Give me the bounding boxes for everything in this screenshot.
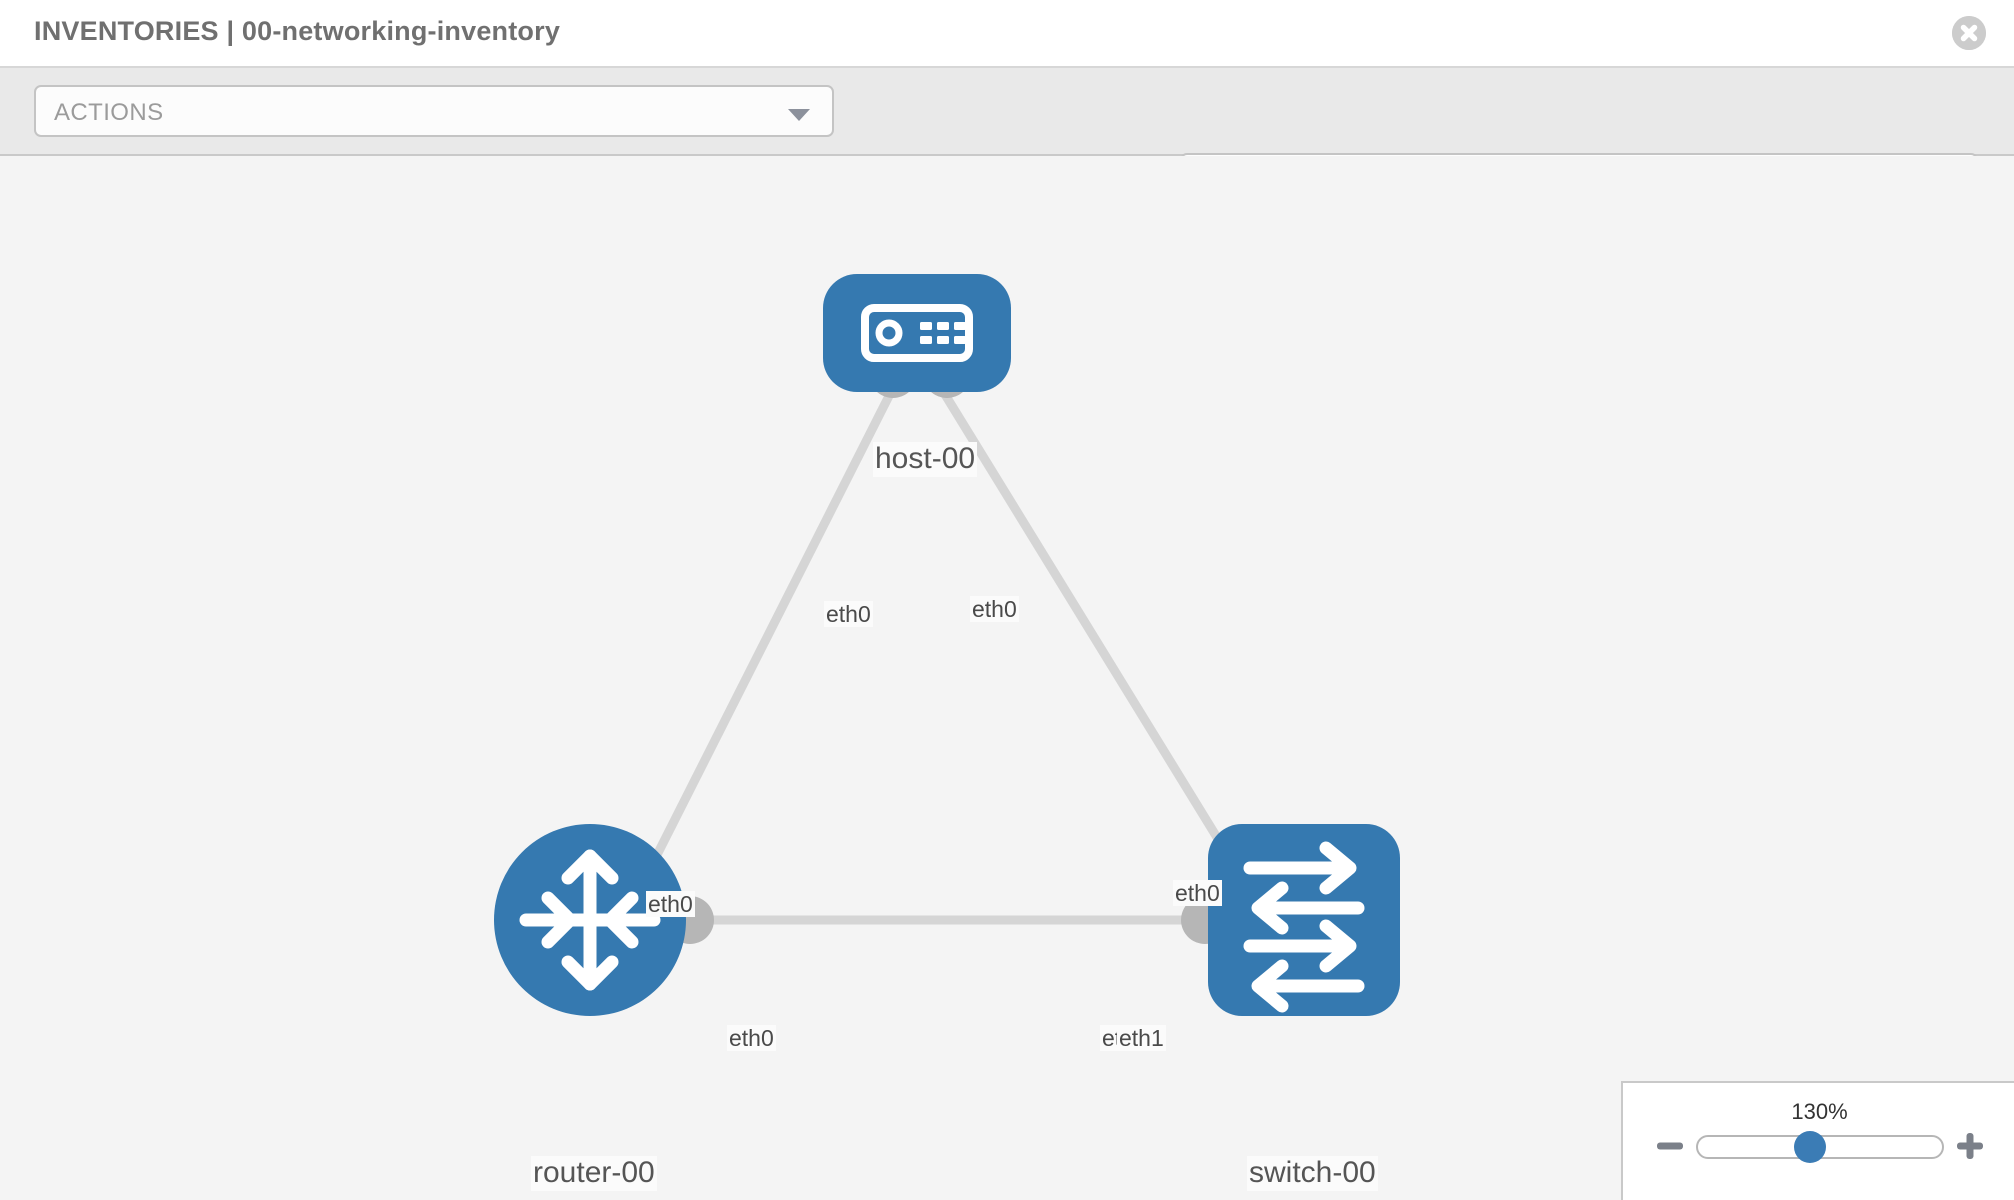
page-header: INVENTORIES | 00-networking-inventory	[0, 0, 2014, 68]
topology-connectors	[666, 350, 1259, 944]
node-router-00[interactable]	[494, 824, 686, 1016]
plus-icon[interactable]	[1953, 1129, 1987, 1163]
switch-arrows-icon	[1243, 841, 1365, 1013]
zoom-slider-thumb[interactable]	[1794, 1131, 1826, 1163]
close-icon[interactable]	[1952, 16, 1986, 50]
interface-label: eth0	[727, 1025, 776, 1052]
interface-label: eth0	[646, 891, 695, 918]
interface-label: eth0	[1173, 880, 1222, 907]
node-label-host: host-00	[873, 442, 978, 477]
actions-dropdown[interactable]: ACTIONS	[34, 85, 834, 137]
page-title: INVENTORIES | 00-networking-inventory	[34, 16, 561, 46]
node-label-router: router-00	[531, 1156, 657, 1191]
actions-dropdown-label: ACTIONS	[54, 99, 164, 126]
minus-icon[interactable]	[1653, 1129, 1687, 1163]
edge-host-router	[609, 385, 898, 943]
server-icon	[861, 304, 973, 362]
node-switch-00[interactable]	[1208, 824, 1400, 1016]
topology-graph[interactable]	[0, 156, 2014, 1200]
node-label-switch: switch-00	[1247, 1156, 1378, 1191]
interface-label: eth0	[970, 596, 1019, 623]
node-host-00[interactable]	[823, 274, 1011, 392]
topology-canvas[interactable]: eth0 eth0 eth0 eth0 eth0 eth0 eth1 host-…	[0, 156, 2014, 1200]
toolbar: ACTIONS SEARC	[0, 68, 2014, 205]
chevron-down-icon	[788, 109, 810, 121]
router-arrows-icon	[519, 849, 661, 991]
zoom-control-panel: 130%	[1621, 1081, 2014, 1200]
zoom-level-value: 130%	[1791, 1099, 1848, 1124]
interface-label: eth0	[824, 601, 873, 628]
interface-label: eth1	[1117, 1025, 1166, 1052]
